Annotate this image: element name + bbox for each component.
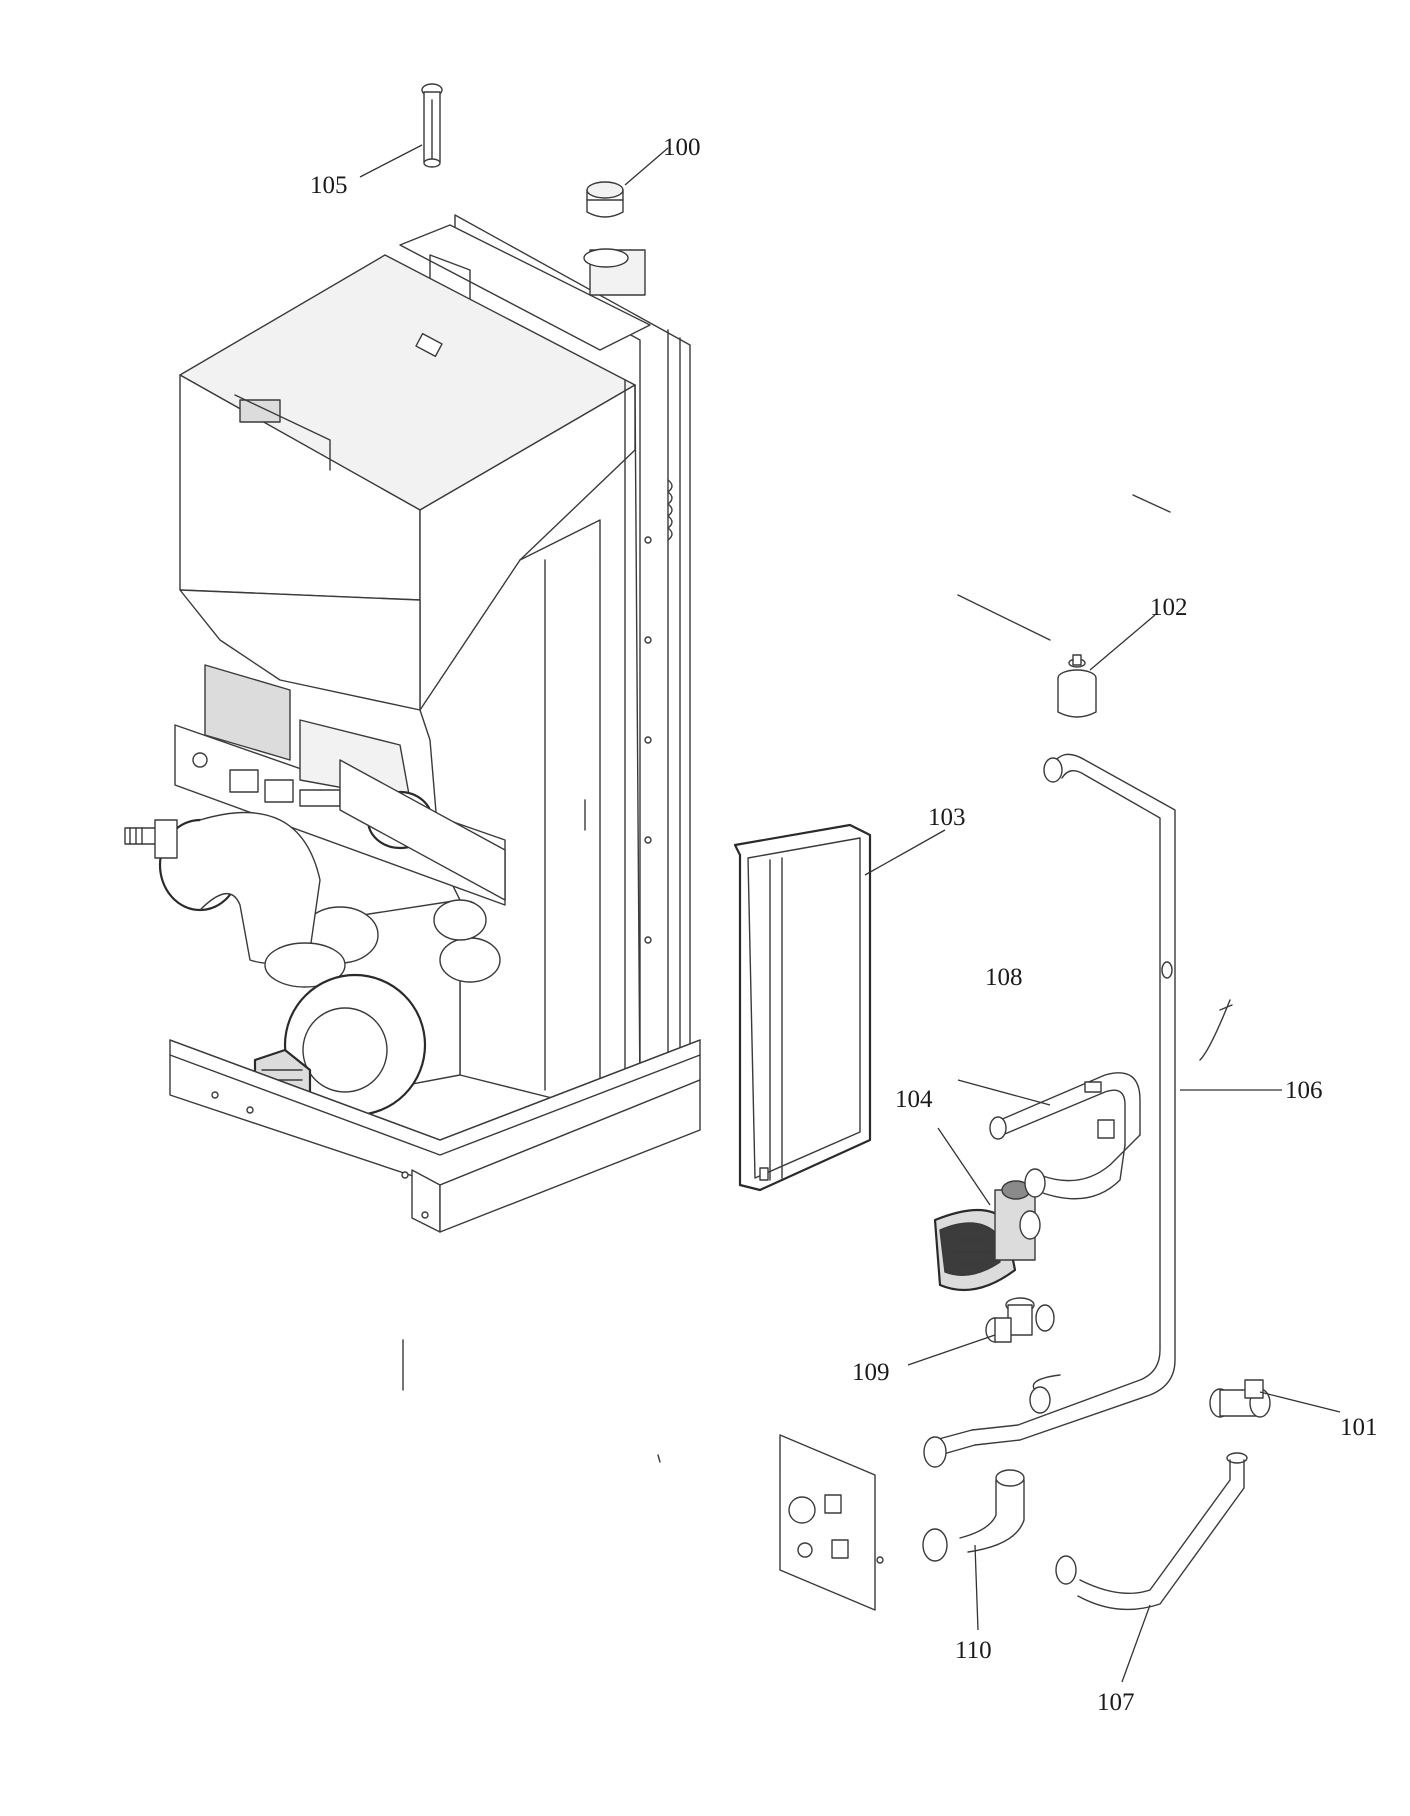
part-101-elbow (1209, 1379, 1271, 1418)
part-104-pump (933, 1180, 1041, 1292)
leader-lines (359, 144, 1341, 1683)
side-fitting (124, 819, 178, 859)
callout-109: 109 (852, 1359, 890, 1386)
callout-103: 103 (928, 804, 966, 831)
part-105-pin (421, 83, 443, 168)
callout-labels: 105 100 102 103 108 104 106 109 101 110 … (310, 134, 1378, 1716)
callout-101: 101 (1340, 1414, 1378, 1441)
part-106-long-pipe (923, 753, 1233, 1468)
callout-105: 105 (310, 172, 348, 199)
part-100-cap (586, 181, 624, 218)
part-107-pipe (1055, 1452, 1248, 1611)
part-102-air-vent (1057, 654, 1097, 718)
callout-106: 106 (1285, 1077, 1323, 1104)
callout-102: 102 (1150, 594, 1188, 621)
callout-110: 110 (955, 1637, 992, 1664)
callout-108: 108 (985, 964, 1023, 991)
callout-107: 107 (1097, 1689, 1135, 1716)
part-110-pipe (922, 1469, 1025, 1562)
part-108-pipe (989, 1072, 1141, 1200)
feeder-motor (204, 664, 291, 761)
top-bracket (399, 224, 651, 351)
callout-104: 104 (895, 1086, 933, 1113)
part-109-valve (985, 1297, 1055, 1343)
callout-100: 100 (663, 134, 701, 161)
mounting-plate (779, 1434, 884, 1611)
part-103-expansion-vessel (733, 823, 872, 1192)
boiler-assembly (124, 214, 701, 1391)
